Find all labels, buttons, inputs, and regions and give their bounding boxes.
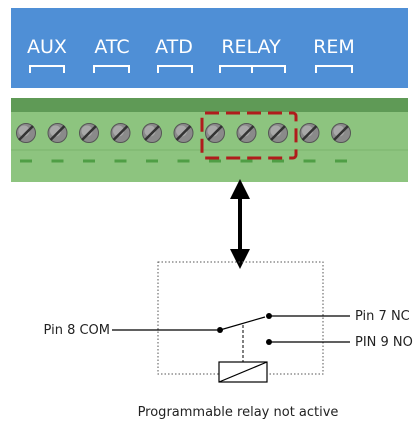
relay-highlight-box [200, 111, 298, 160]
bracket-rem [315, 65, 353, 73]
bracket-atc [93, 65, 130, 73]
terminal-block-top [11, 98, 408, 112]
terminal-screw [299, 123, 320, 143]
screw-slot [175, 125, 192, 141]
bracket-atd [157, 65, 193, 73]
terminal-screw [16, 123, 36, 143]
relay-caption: Programmable relay not active [138, 405, 339, 420]
terminal-screw [236, 123, 257, 143]
no-label: PIN 9 NO [355, 335, 413, 350]
com-label: Pin 8 COM [44, 323, 110, 338]
header-label-aux: AUX [27, 36, 67, 58]
terminal-screw [331, 123, 351, 143]
header-label-relay: RELAY [221, 36, 281, 58]
screw-slot [301, 125, 318, 141]
screw-slot [333, 125, 349, 141]
relay-coil-slash [218, 361, 268, 383]
screw-slot [270, 125, 286, 141]
screw-row [16, 123, 351, 143]
terminal-screw [110, 123, 131, 143]
bracket-relay [219, 65, 286, 73]
screw-slot [144, 125, 160, 141]
screw-slot [49, 125, 66, 141]
header-label-atd: ATD [155, 36, 193, 58]
relay-schematic-box [157, 261, 324, 375]
bracket-aux [29, 65, 65, 73]
screw-slot [238, 125, 255, 141]
header-strip: AUX ATC ATD RELAY REM [11, 8, 408, 88]
terminal-block-lower [11, 150, 408, 182]
nc-label: Pin 7 NC [355, 309, 410, 324]
terminal-screw [173, 123, 194, 143]
screw-slot [112, 125, 129, 141]
header-label-atc: ATC [94, 36, 129, 58]
screw-slot [207, 125, 223, 141]
terminal-block [11, 98, 408, 182]
relay-switch-arm [219, 316, 266, 331]
header-label-rem: REM [313, 36, 355, 58]
header-background [11, 8, 408, 88]
screw-slot [18, 125, 34, 141]
terminal-screw [142, 123, 162, 143]
terminal-screw [268, 123, 288, 143]
header-brackets [29, 65, 353, 73]
terminal-screw [47, 123, 68, 143]
terminal-screw [205, 123, 225, 143]
screw-slot [81, 125, 97, 141]
terminal-screw [79, 123, 99, 143]
